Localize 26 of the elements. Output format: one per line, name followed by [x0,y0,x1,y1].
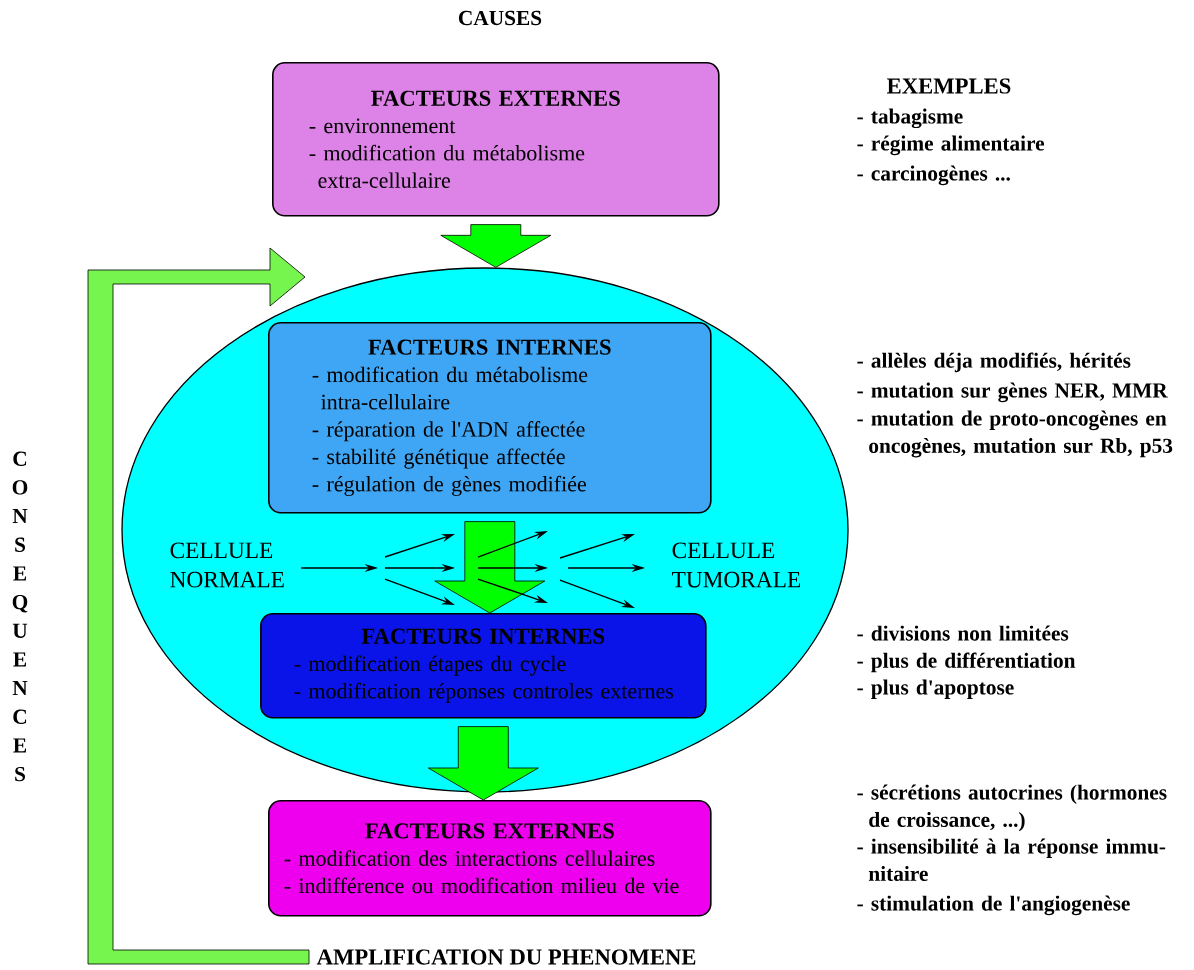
vertical-label: CONSEQUENCES [12,451,28,782]
example-note: - tabagisme [857,108,963,129]
example-note: - sécrétions autocrines (hormones de croissance, ...) [857,784,1167,832]
block-arrow [87,247,310,965]
rounded-box: FACTEURS EXTERNES - environnement - modification du métabolisme extra-cellulaire [272,62,720,217]
rounded-box: FACTEURS INTERNES - modification étapes du cycle - modification réponses controles externes [260,613,707,719]
cell-label: CELLULE TUMORALE [672,542,801,588]
block-arrow [440,224,552,268]
cell-label: CELLULE NORMALE [170,542,284,588]
rounded-box: FACTEURS INTERNES - modification du métabolisme intra-cellulaire - réparation de l'ADN affectée - stabilité génétique affectée - régulation de gènes modifiée [268,322,712,514]
column-heading: EXEMPLES [887,78,1011,94]
example-note: - carcinogènes ... [857,165,1010,186]
block-arrow [434,521,546,614]
example-note: - allèles déja modifiés, hérités [857,352,1131,373]
example-note: - plus de différentiation [857,652,1076,673]
example-note: - insensibilité à la réponse immu-nitaire [857,838,1166,881]
example-note: - régime alimentaire [857,135,1045,156]
example-note: - stimulation de l'angiogenèse [857,895,1130,916]
example-note: - divisions non limitées [857,625,1069,641]
feedback-label: AMPLIFICATION DU PHENOMENE [316,949,696,965]
example-note: - mutation de proto-oncogènes en oncogènes, mutation sur Rb, p53 [857,410,1173,458]
example-note: - mutation sur gènes NER, MMR [857,382,1168,403]
example-note: - plus d'apoptose [857,679,1014,699]
rounded-box: FACTEURS EXTERNES - modification des interactions cellulaires - indifférence ou modification milieu de vie [268,800,712,917]
block-arrow [427,726,539,801]
heading: CAUSES [458,10,542,26]
